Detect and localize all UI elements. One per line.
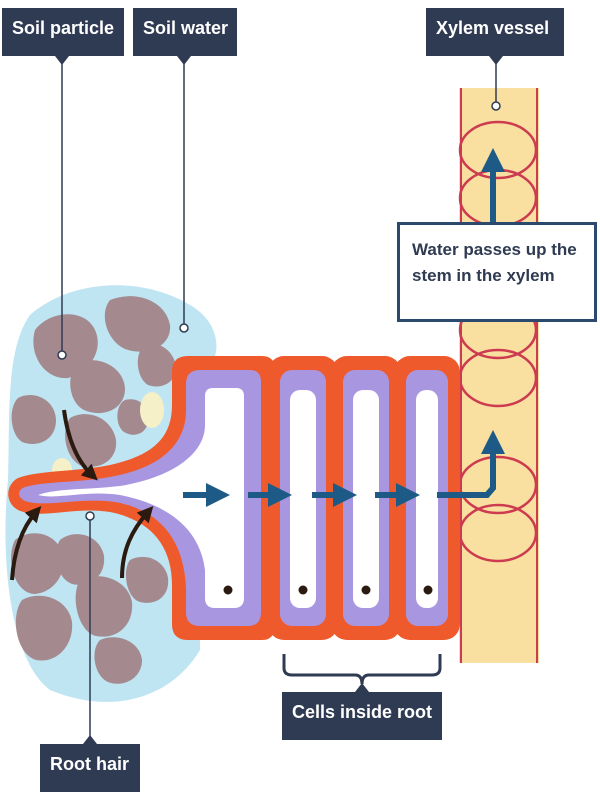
label-cells-inside-root: Cells inside root: [282, 692, 442, 740]
water-flow-arrow-icon: [183, 148, 505, 507]
root-cell: [394, 356, 460, 640]
nucleus: [223, 585, 233, 595]
root-cell: [268, 356, 338, 640]
label-root-hair: Root hair: [40, 744, 140, 792]
label-root-hair-text: Root hair: [50, 754, 129, 774]
soil-particle: [70, 360, 125, 414]
leader-lines: [61, 64, 497, 736]
cells-bracket: [282, 654, 442, 685]
xylem-callout: Water passes up the stem in the xylem: [397, 222, 597, 322]
soil-particle: [125, 556, 169, 603]
label-soil-particle-text: Soil particle: [12, 18, 115, 38]
leader-endpoints: [57, 101, 501, 521]
soil-particle: [11, 533, 64, 594]
root-hair-cell-vacuole: [38, 388, 244, 608]
label-soil-water-text: Soil water: [143, 18, 229, 38]
soil-particle: [15, 595, 73, 661]
soil-particle: [104, 296, 171, 352]
root-cell: [331, 356, 401, 640]
xylem-callout-line2: stem in the xylem: [412, 266, 555, 285]
label-pointers: [55, 56, 503, 744]
label-soil-water: Soil water: [133, 8, 237, 56]
label-xylem-vessel: Xylem vessel: [426, 8, 564, 56]
soil-particle: [56, 534, 105, 585]
xylem-callout-line1: Water passes up the: [412, 240, 577, 259]
label-cells-inside-root-text: Cells inside root: [292, 702, 433, 722]
soil-particle: [94, 637, 142, 684]
curved-arrow-icon: [10, 409, 154, 581]
label-soil-particle: Soil particle: [2, 8, 124, 56]
xylem-vessel: [459, 88, 539, 663]
soil-particle: [11, 394, 57, 444]
air-space: [140, 392, 164, 428]
label-xylem-vessel-text: Xylem vessel: [436, 18, 550, 38]
cortex-cells: [268, 356, 460, 640]
soil-particle: [137, 343, 176, 387]
